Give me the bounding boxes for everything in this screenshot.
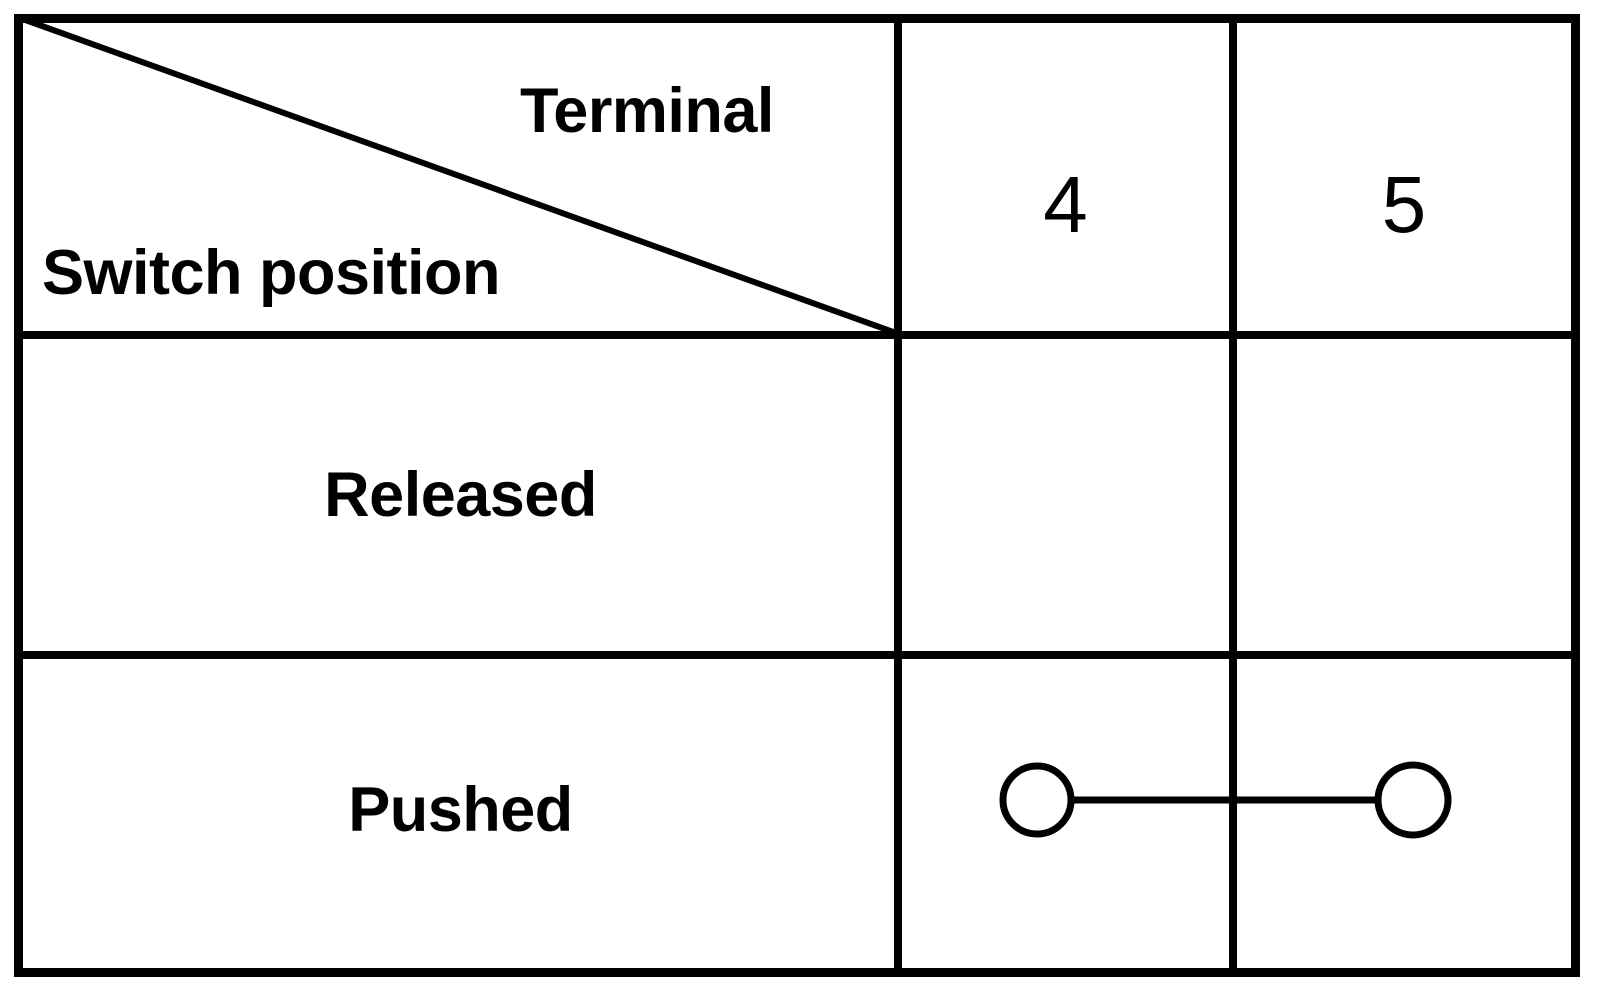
contact-terminal-5-circle-icon bbox=[1374, 761, 1452, 839]
header-diagonal-divider-line bbox=[15, 14, 898, 336]
column-axis-label: Terminal bbox=[520, 75, 774, 146]
column-header-terminal-5: 5 bbox=[1381, 160, 1427, 249]
row-header-released: Released bbox=[324, 459, 597, 530]
closed-contact-symbol bbox=[999, 761, 1452, 839]
column-header-terminal-4: 4 bbox=[1043, 160, 1088, 249]
table-outer-border bbox=[14, 14, 1580, 977]
contact-terminal-4-circle-icon bbox=[999, 762, 1075, 838]
row-axis-label: Switch position bbox=[42, 237, 501, 308]
row-header-pushed: Pushed bbox=[348, 774, 573, 845]
